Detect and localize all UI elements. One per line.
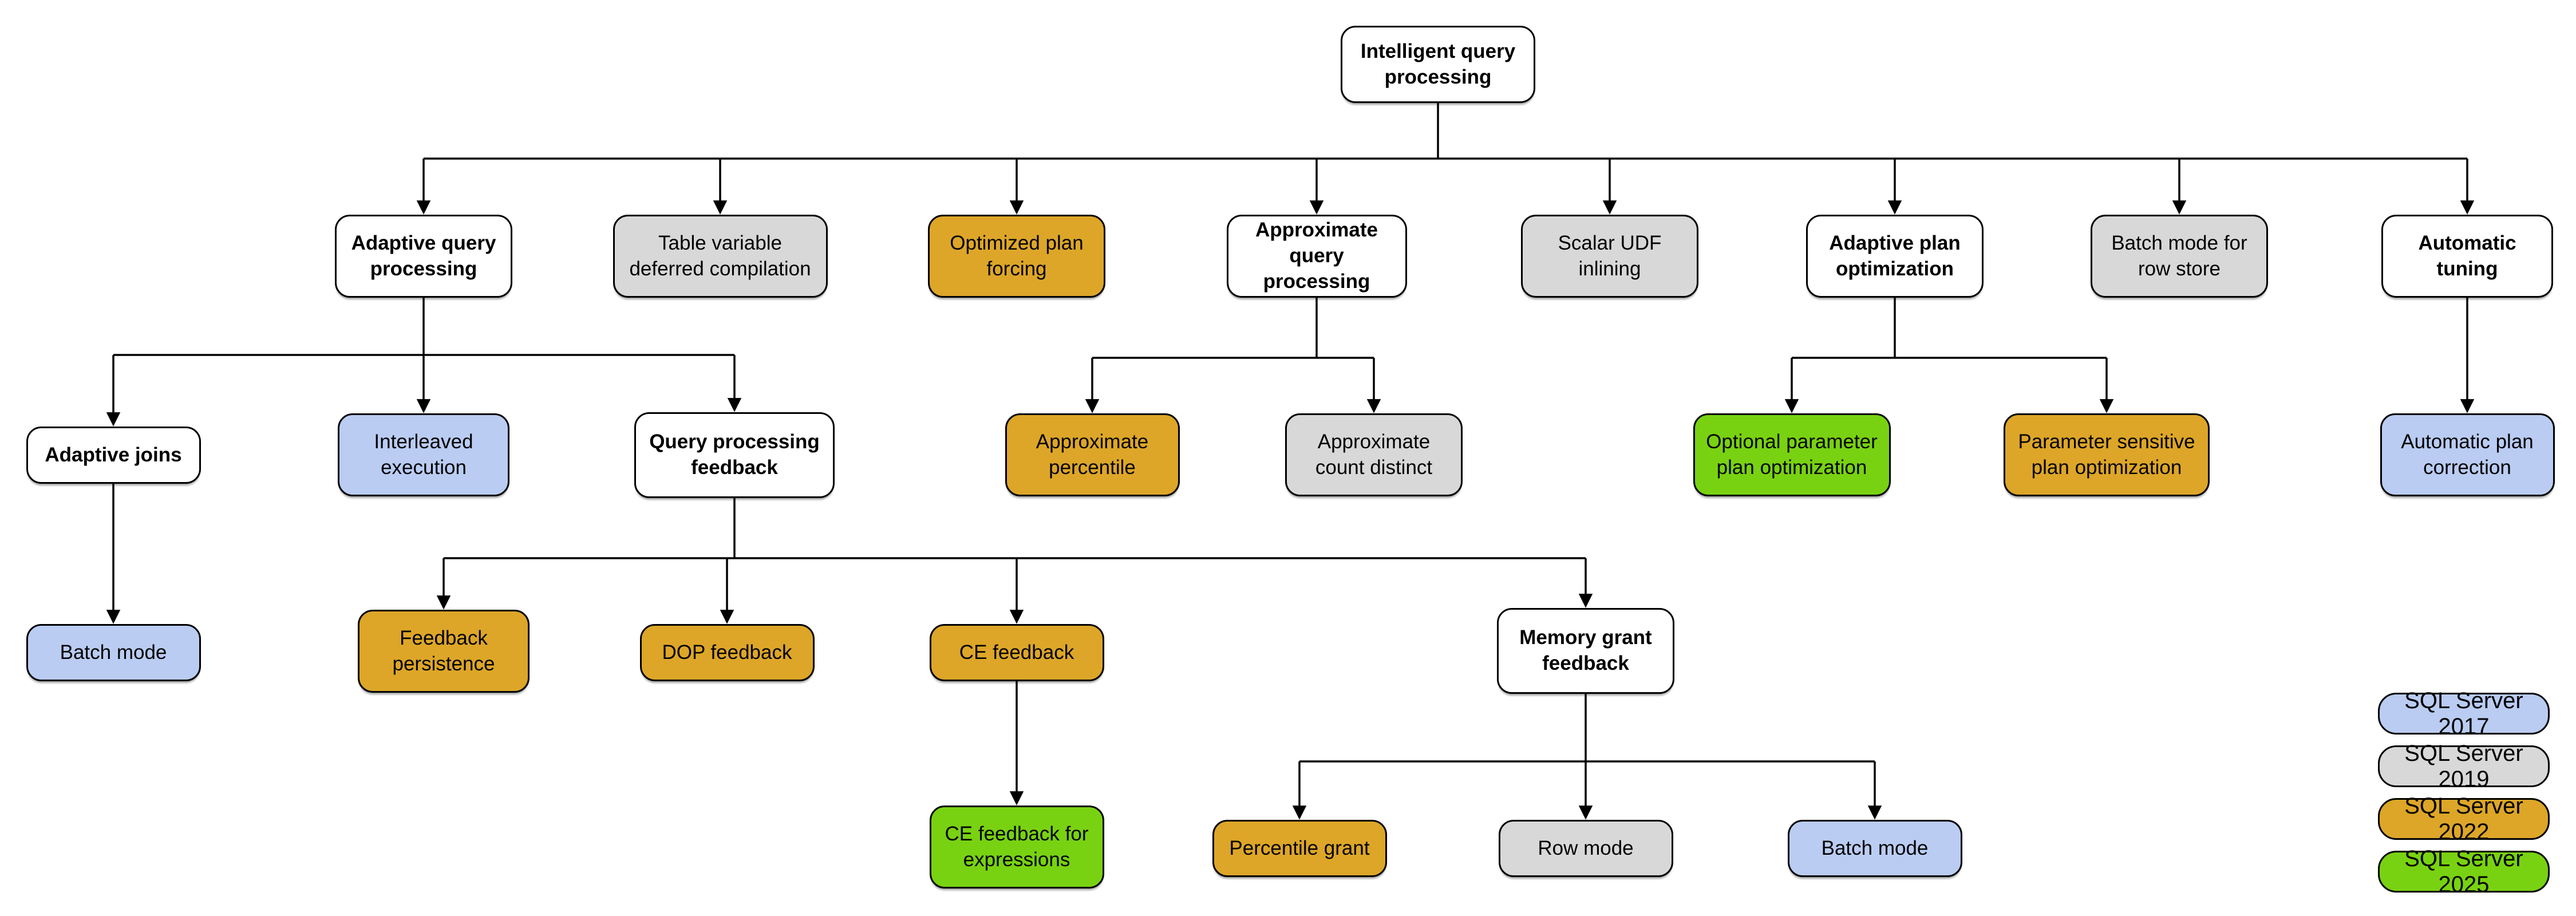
node-at: Automatic tuning <box>2381 215 2553 298</box>
node-apc: Automatic plan correction <box>2380 413 2555 496</box>
node-aqp: Adaptive query processing <box>335 215 512 298</box>
node-label: Batch mode for row store <box>2111 231 2247 280</box>
node-cef: CE feedback <box>929 624 1104 681</box>
node-bm1: Batch mode <box>26 624 201 681</box>
node-label: Automatic plan correction <box>2401 430 2534 479</box>
node-label: Interleaved execution <box>374 430 473 479</box>
node-qpf: Query processing feedback <box>634 412 835 498</box>
legend-item-sql-server-2019: SQL Server 2019 <box>2378 741 2550 792</box>
node-label: Approximate count distinct <box>1315 430 1433 479</box>
node-label: Optimized plan forcing <box>950 231 1084 280</box>
node-label: CE feedback for expressions <box>945 822 1089 871</box>
node-oppo: Optional parameter plan optimization <box>1693 413 1891 496</box>
node-iqp: Intelligent query processing <box>1341 26 1535 103</box>
node-aqproc: Approximate query processing <box>1226 215 1407 298</box>
node-label: Adaptive plan optimization <box>1829 231 1961 280</box>
legend-label: SQL Server 2025 <box>2404 846 2523 897</box>
node-label: Row mode <box>1538 836 1634 859</box>
node-label: Table variable deferred compilation <box>629 231 811 280</box>
legend-item-sql-server-2022: SQL Server 2022 <box>2378 793 2550 844</box>
node-label: Memory grant feedback <box>1519 626 1652 674</box>
node-fp: Feedback persistence <box>358 610 530 693</box>
node-mgf: Memory grant feedback <box>1497 608 1674 694</box>
node-label: Batch mode <box>1821 836 1929 859</box>
node-label: Automatic tuning <box>2418 231 2516 280</box>
node-apo: Adaptive plan optimization <box>1806 215 1984 298</box>
legend-item-sql-server-2025: SQL Server 2025 <box>2378 846 2550 897</box>
node-label: Query processing feedback <box>649 431 820 479</box>
node-label: Approximate percentile <box>1036 430 1149 479</box>
legend-item-sql-server-2017: SQL Server 2017 <box>2378 688 2550 739</box>
legend-label: SQL Server 2017 <box>2404 688 2523 739</box>
node-sudf: Scalar UDF inlining <box>1521 215 1698 298</box>
node-ie: Interleaved execution <box>338 413 509 496</box>
node-label: CE feedback <box>959 641 1074 664</box>
node-bm2: Batch mode <box>1787 820 1962 877</box>
node-label: Adaptive query processing <box>351 231 496 280</box>
node-opf: Optimized plan forcing <box>928 215 1105 298</box>
node-label: Adaptive joins <box>45 443 182 466</box>
node-label: Scalar UDF inlining <box>1558 231 1662 280</box>
node-label: Percentile grant <box>1229 836 1370 859</box>
legend-label: SQL Server 2019 <box>2404 740 2523 792</box>
legend-label: SQL Server 2022 <box>2404 793 2523 844</box>
node-label: Feedback persistence <box>392 626 495 675</box>
node-aj: Adaptive joins <box>26 427 201 484</box>
node-label: Optional parameter plan optimization <box>1706 430 1878 479</box>
node-cefe: CE feedback for expressions <box>929 806 1104 889</box>
node-label: Approximate query processing <box>1255 219 1378 293</box>
node-label: DOP feedback <box>662 641 792 664</box>
node-pg: Percentile grant <box>1212 820 1387 877</box>
node-acd: Approximate count distinct <box>1285 413 1463 496</box>
node-tvdc: Table variable deferred compilation <box>613 215 828 298</box>
node-pspo: Parameter sensitive plan optimization <box>2004 413 2210 496</box>
node-bmrs: Batch mode for row store <box>2091 215 2268 298</box>
node-ap: Approximate percentile <box>1005 413 1180 496</box>
node-label: Parameter sensitive plan optimization <box>2018 430 2195 479</box>
node-rm: Row mode <box>1498 820 1673 877</box>
node-dop: DOP feedback <box>639 624 815 681</box>
node-label: Intelligent query processing <box>1360 40 1516 88</box>
node-label: Batch mode <box>60 641 167 664</box>
